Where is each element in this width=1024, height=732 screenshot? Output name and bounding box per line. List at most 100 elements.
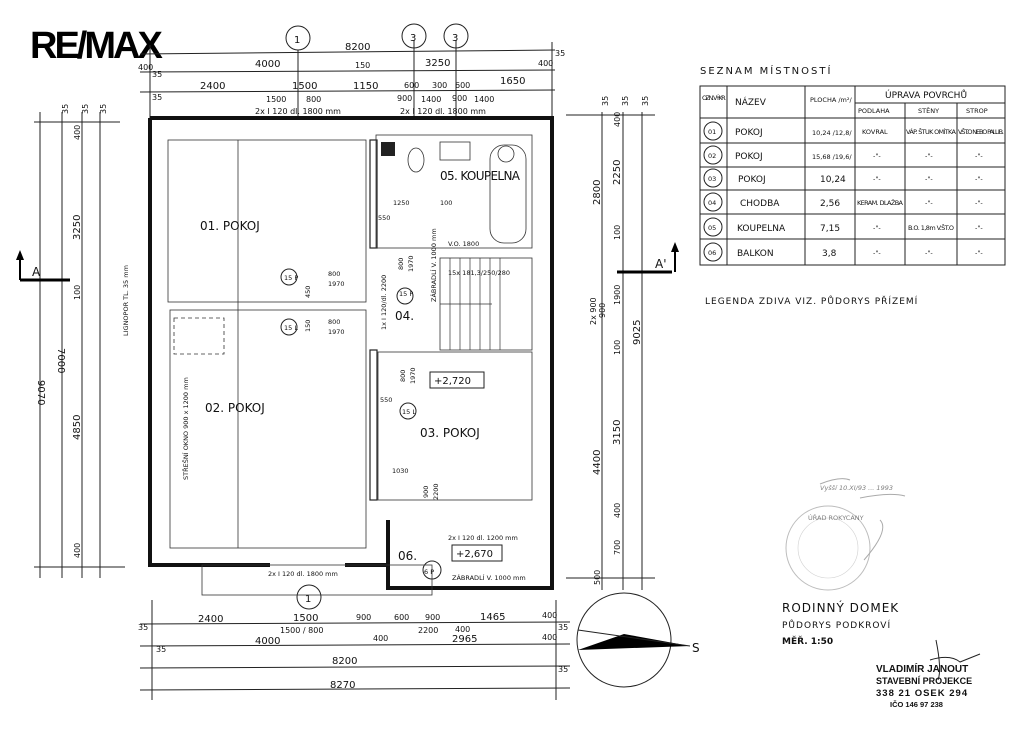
dim-text: 550 (378, 214, 390, 222)
dim-text: 450 (304, 286, 312, 298)
door-dim: 1970 (328, 280, 345, 288)
dim-text: 100 (440, 199, 452, 207)
row-floor: -"- (873, 249, 881, 257)
table-row: 03 POKOJ 10,24 -"- -"- -"- (703, 168, 983, 188)
axis-marker-label: 3 (452, 33, 458, 44)
remax-logo: RE/MAX (30, 25, 163, 67)
designer-name: VLADIMÍR JANOUT (876, 662, 968, 675)
dim-text: 4000 (255, 59, 280, 70)
room-02-label: 02. POKOJ (205, 401, 265, 415)
row-walls: B.O. 1,8m V.ŠT.O (908, 223, 954, 232)
dim-text: 35 (138, 623, 148, 632)
dim-text: 900 (452, 94, 467, 103)
door-dim: 800 (328, 318, 340, 326)
row-ceiling: V.ŠT.O NEBO PALUB. (958, 127, 1004, 136)
insulation-note: LIGNOPOR TL. 35 mm (122, 265, 130, 336)
designer-role: STAVEBNÍ PROJEKCE (876, 676, 972, 686)
door-tag: 15 P (284, 274, 298, 282)
door-dim: 800 (399, 370, 407, 382)
dim-text: 1030 (392, 467, 409, 475)
table-header: STĚNY (918, 106, 939, 115)
table-header: OZN. VÝKR. (702, 93, 726, 102)
row-area: 7,15 (820, 224, 840, 234)
door-dim: 800 (397, 258, 405, 270)
dim-text: 3250 (425, 58, 450, 69)
walls (148, 116, 554, 590)
room-03-label: 03. POKOJ (420, 426, 480, 440)
door-tag: 6 P (424, 568, 434, 576)
door-tag: 15 L (284, 324, 298, 332)
row-area: 2,56 (820, 199, 840, 209)
top-dimensions: 8200 4000 150 3250 2400 1500 1150 600 30… (138, 40, 565, 118)
row-walls: -"- (925, 249, 933, 257)
row-floor: KOVRAL (862, 128, 888, 136)
row-floor: KERAM. DLAŽBA (857, 198, 904, 207)
roof-window-note: STŘEŠNÍ OKNO 900 x 1200 mm (181, 377, 190, 480)
dim-text: 35 (601, 96, 610, 106)
dim-text: 4400 (592, 450, 603, 475)
dim-text: 1900 (613, 285, 622, 305)
section-marker-a: A (16, 250, 70, 282)
row-name: BALKON (737, 249, 774, 259)
row-walls: -"- (925, 152, 933, 160)
dim-text: 9025 (632, 320, 643, 345)
stamp-handwriting: Vyšší 10.XI/93 ... 1993 (820, 484, 893, 492)
row-walls: -"- (925, 199, 933, 207)
lintel-note: 1x I 120/dl. 2200 (380, 275, 388, 330)
dim-text: 2x I 120 dl. 1800 mm (255, 107, 341, 116)
room-01-label: 01. POKOJ (200, 219, 260, 233)
room-schedule-table: SEZNAM MÍSTNOSTÍ OZN. VÝKR. NÁZEV PLOCHA… (699, 64, 1006, 266)
lintel-note: 2x I 120 dl. 1800 mm (268, 570, 338, 578)
stamp-text: ÚŘAD ROKYCANY (808, 513, 864, 522)
level-mark: +2,670 (456, 549, 493, 560)
dim-text: 35 (152, 93, 162, 102)
dim-text: 100 (613, 225, 622, 240)
section-marker-a-prime: A' (617, 242, 679, 274)
left-dimensions: 9070 7000 3250 100 4850 400 400 35 35 35 (34, 104, 125, 578)
dim-text: 150 (355, 61, 370, 70)
dim-text: 8270 (330, 680, 355, 691)
lintel-note: 2x I 120 dl. 1200 mm (448, 534, 518, 542)
signature (929, 639, 981, 681)
row-id: 03 (708, 175, 716, 183)
dim-text: 2x 900 (589, 297, 598, 325)
row-area: 10,24 /12,8/ (812, 129, 852, 137)
dim-text: 600 (455, 81, 470, 90)
row-area: 3,8 (822, 249, 837, 259)
right-dimensions: 2800 2250 400 100 2x 900 900 1900 9025 1… (566, 96, 655, 590)
dim-text: 2400 (200, 81, 225, 92)
table-row: 06 BALKON 3,8 -"- -"- -"- (703, 242, 983, 262)
north-arrow-icon: S (576, 592, 700, 688)
dim-text: 7000 (55, 348, 66, 373)
axis-marker-label: 1 (294, 35, 300, 46)
dim-text: 9070 (35, 380, 46, 405)
dim-text: 35 (641, 96, 650, 106)
dim-text: 600 (394, 613, 409, 622)
room-05-label: 05. KOUPELNA (440, 169, 521, 183)
table-header: ÚPRAVA POVRCHŮ (885, 89, 967, 101)
dim-text: 1650 (500, 76, 525, 87)
row-id: 05 (708, 224, 716, 232)
dim-text: 35 (61, 104, 70, 114)
room-labels: 01. POKOJ 02. POKOJ 03. POKOJ 04. 05. KO… (122, 169, 526, 582)
section-label: A (32, 265, 41, 279)
row-ceiling: -"- (975, 249, 983, 257)
dim-text: 4850 (72, 415, 83, 440)
level-mark: +2,720 (434, 376, 471, 387)
table-header: STROP (966, 107, 988, 115)
stairs-note: 15x 181,3/250/280 (448, 269, 510, 277)
legend-note: LEGENDA ZDIVA VIZ. PŮDORYS PŘÍZEMÍ (705, 295, 918, 307)
row-floor: -"- (873, 152, 881, 160)
dim-text: 35 (156, 645, 166, 654)
dim-text: 700 (613, 540, 622, 555)
table-row: 04 CHODBA 2,56 KERAM. DLAŽBA -"- -"- (703, 192, 983, 212)
row-id: 06 (708, 249, 716, 257)
door-dim: 1970 (328, 328, 345, 336)
table-header: PLOCHA /m²/ (810, 96, 852, 104)
dim-text: 400 (73, 125, 82, 140)
dim-text: 600 (404, 81, 419, 90)
axis-marker-label: 3 (410, 33, 416, 44)
table-title: SEZNAM MÍSTNOSTÍ (700, 64, 832, 77)
dim-text: 900 (425, 613, 440, 622)
